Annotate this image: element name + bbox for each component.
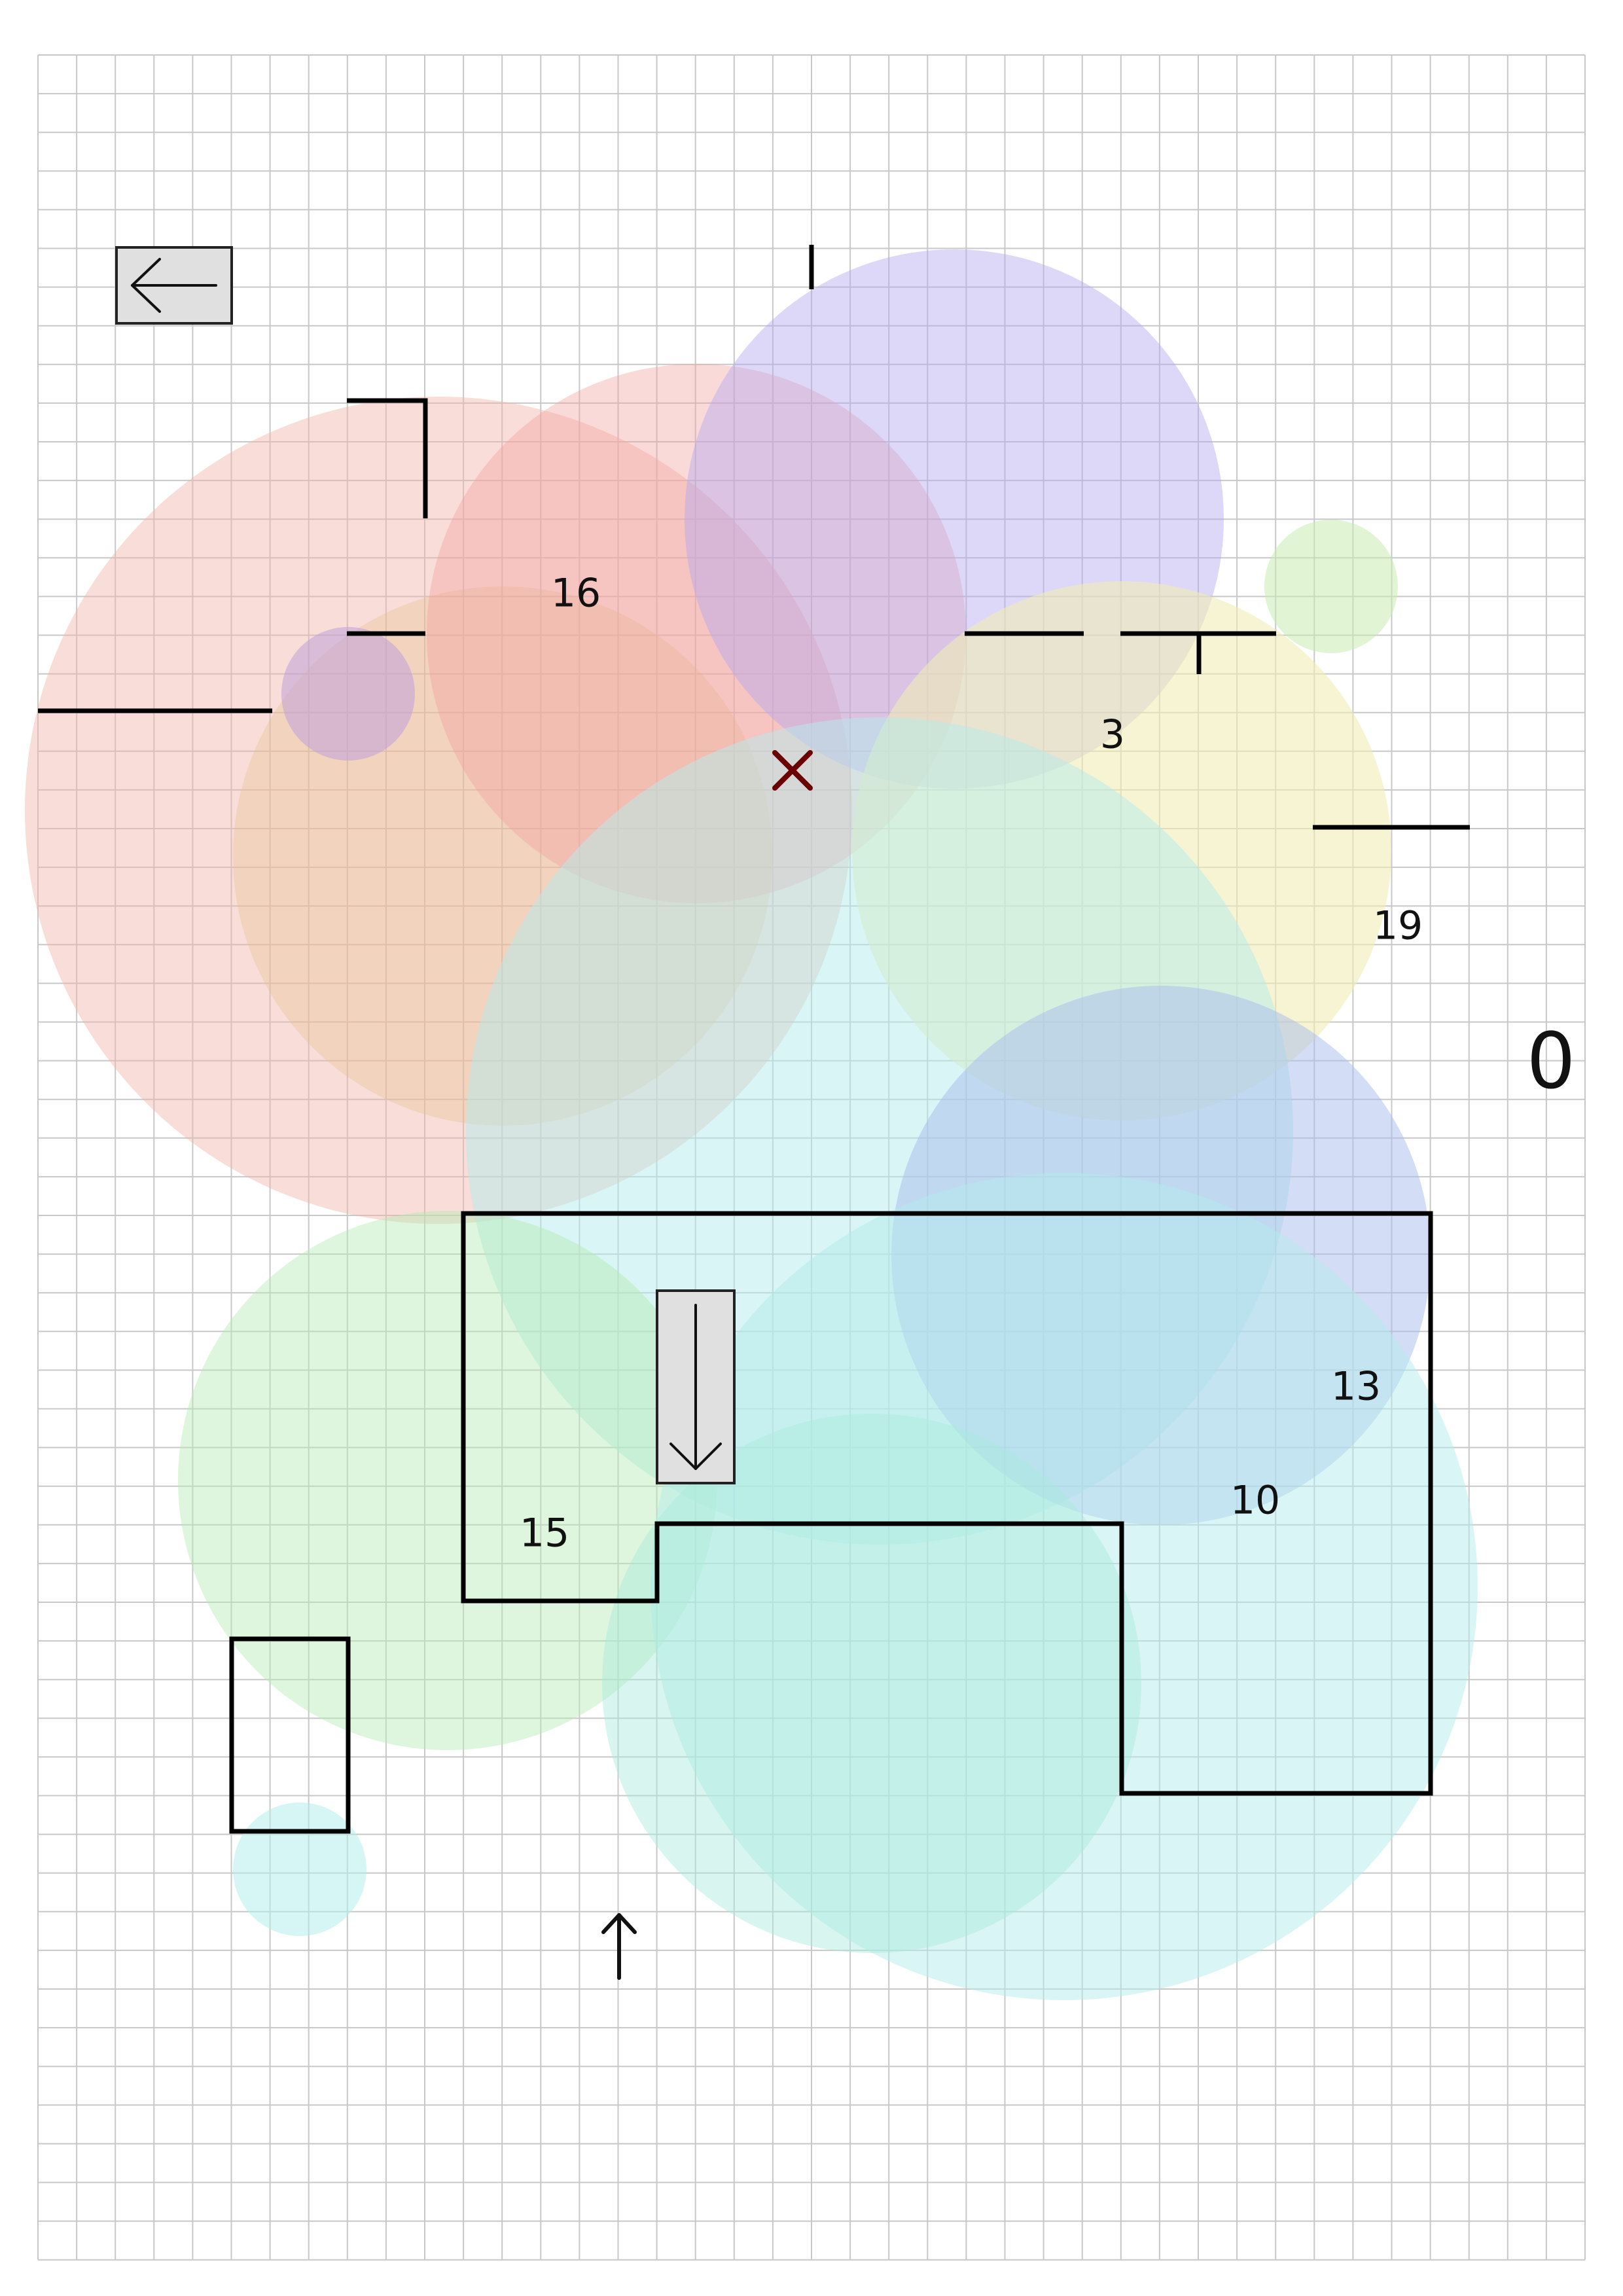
zone-circle-teal bbox=[602, 1414, 1141, 1953]
zones bbox=[25, 249, 1478, 2000]
arrow-up-icon[interactable] bbox=[601, 1913, 637, 1980]
zone-circle-small-cyan bbox=[233, 1803, 366, 1936]
zone-label-13: 13 bbox=[1331, 1364, 1381, 1410]
walls bbox=[38, 245, 1470, 1834]
wall-corner-top-left bbox=[347, 398, 428, 518]
x-marker-icon[interactable] bbox=[772, 750, 813, 791]
wall-small-room bbox=[229, 1636, 351, 1834]
zone-label-16: 16 bbox=[551, 571, 601, 617]
zone-label-15: 15 bbox=[520, 1511, 569, 1556]
arrow-left-icon[interactable] bbox=[115, 246, 233, 325]
wall-room-outline bbox=[461, 1211, 1433, 1796]
zone-label-0: 0 bbox=[1526, 1016, 1575, 1106]
zone-label-10: 10 bbox=[1230, 1478, 1280, 1524]
zone-label-3: 3 bbox=[1100, 712, 1125, 758]
zone-circle-small-green bbox=[1264, 520, 1398, 653]
arrow-down-icon[interactable] bbox=[656, 1289, 736, 1484]
zone-circle-green bbox=[178, 1211, 717, 1750]
zone-circle-small-purple bbox=[281, 627, 415, 761]
zone-label-19: 19 bbox=[1373, 903, 1423, 949]
